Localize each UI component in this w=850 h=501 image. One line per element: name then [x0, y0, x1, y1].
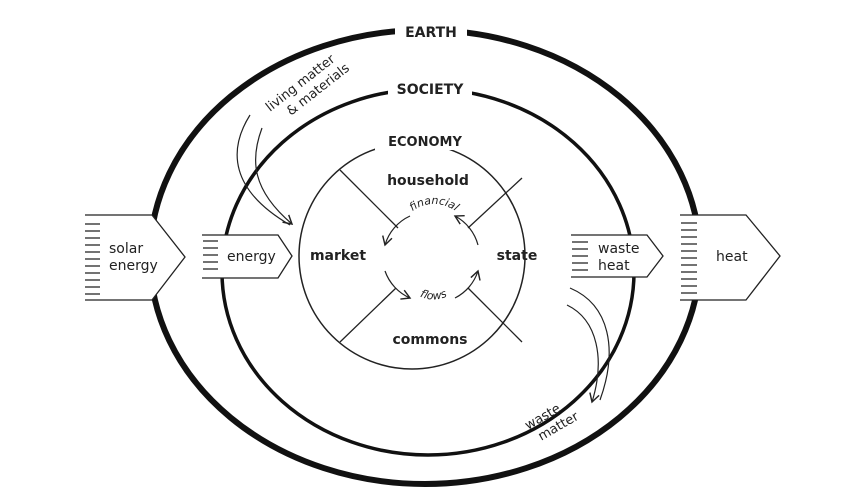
- heat-label: heat: [716, 249, 748, 265]
- waste-heat-label-1: waste: [598, 241, 639, 257]
- solar-energy-label-2: energy: [109, 258, 158, 274]
- sector-state: state: [497, 248, 538, 264]
- financial-label: financial: [407, 194, 462, 214]
- waste-matter-arrow: [566, 287, 610, 404]
- waste-heat-label-2: heat: [598, 258, 630, 274]
- sector-commons: commons: [392, 332, 467, 348]
- sector-dividers: [339, 169, 523, 343]
- society-label: SOCIETY: [397, 82, 465, 98]
- flows-label: flows: [419, 287, 449, 303]
- solar-energy-label-1: solar: [109, 241, 143, 257]
- sector-household: household: [387, 173, 469, 189]
- financial-flows-arrows: [382, 214, 481, 300]
- energy-arrow: energy: [202, 234, 293, 279]
- energy-label: energy: [227, 249, 276, 265]
- economy-label: ECONOMY: [388, 135, 462, 150]
- living-matter-label: living matter & materials: [263, 52, 353, 120]
- living-matter-arrow: [236, 114, 294, 226]
- sector-market: market: [310, 248, 366, 264]
- solar-energy-arrow: solar energy: [85, 214, 186, 301]
- earth-label: EARTH: [405, 25, 457, 41]
- heat-arrow: heat: [680, 214, 781, 301]
- waste-heat-arrow: waste heat: [571, 234, 664, 278]
